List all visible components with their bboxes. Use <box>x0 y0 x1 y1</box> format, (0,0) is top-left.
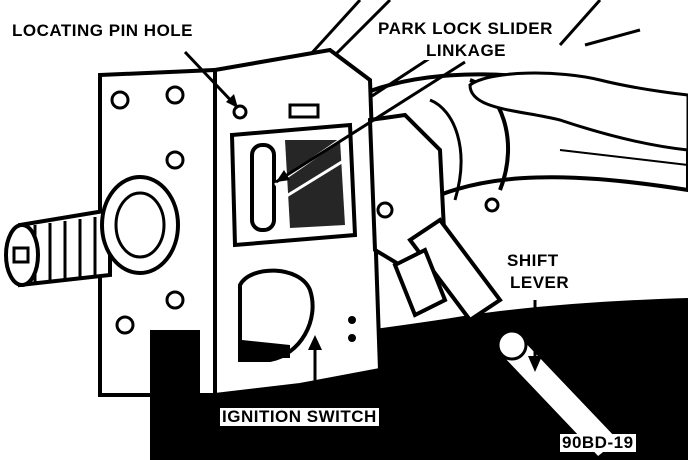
shaft-bearing-inner <box>114 191 166 259</box>
arrow-locating-pin <box>226 94 238 108</box>
column-bolt <box>484 197 500 213</box>
side-bolt-3 <box>165 150 185 170</box>
side-bolt-1 <box>110 90 130 110</box>
top-slot <box>288 103 320 119</box>
leader-park-lock <box>371 56 431 98</box>
linkage-mechanism <box>285 140 345 228</box>
side-bolt-4 <box>165 290 185 310</box>
label-shift: SHIFT <box>505 251 561 270</box>
pad-shadow <box>242 340 290 358</box>
wires <box>308 0 641 62</box>
arrow-mounting-pad <box>308 335 322 350</box>
label-lever: LEVER <box>508 273 572 292</box>
hand <box>468 71 688 152</box>
leader-locating-pin <box>183 50 240 110</box>
arrowheads <box>226 94 542 372</box>
park-lock-slider <box>250 143 276 232</box>
shift-linkage-arm <box>407 217 503 323</box>
column-collar-2 <box>429 98 463 201</box>
label-figure-code: 90BD-19 <box>560 433 636 452</box>
side-shadow <box>150 330 200 395</box>
pad-screw-2 <box>348 334 356 342</box>
shift-lever-end <box>496 329 528 361</box>
label-park-lock-slider: PARK LOCK SLIDER <box>376 19 555 38</box>
arrow-linkage <box>276 170 290 182</box>
leader-linkage <box>275 60 466 184</box>
arrow-shift-lever <box>528 356 542 372</box>
leader-lines <box>183 50 537 415</box>
side-bolt-5 <box>115 315 135 335</box>
label-mounting-pad: MOUNTING PAD <box>228 427 366 446</box>
locating-pin-hole <box>232 104 248 120</box>
label-locating-pin-hole: LOCATING PIN HOLE <box>10 21 196 40</box>
side-bolt-2 <box>165 85 185 105</box>
pad-screw-1 <box>348 316 356 324</box>
shaft-nut <box>12 246 30 264</box>
label-linkage: LINKAGE <box>424 41 508 60</box>
tilt-bolt <box>376 201 394 219</box>
label-ignition-switch: IGNITION SWITCH <box>220 407 379 426</box>
shift-linkage-bracket <box>392 247 448 318</box>
